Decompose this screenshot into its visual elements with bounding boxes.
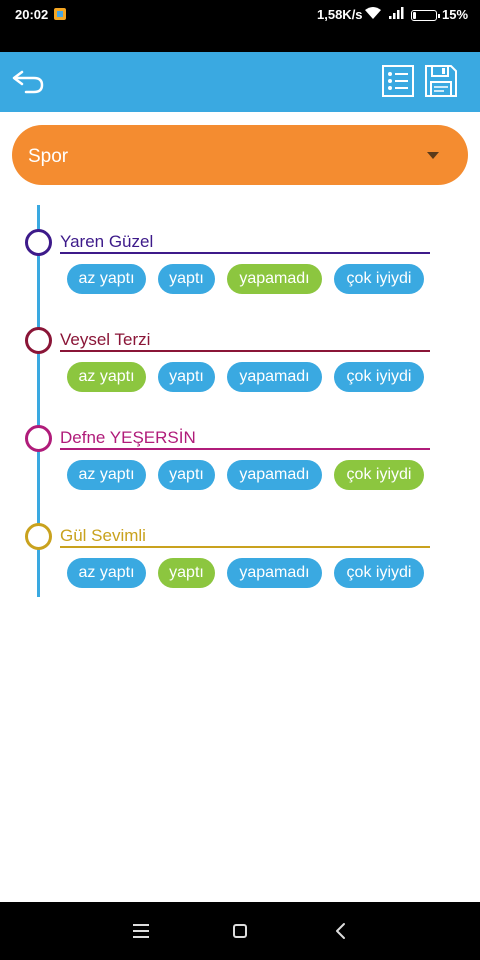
dropdown-caret-icon xyxy=(427,152,439,159)
option-az-yapti[interactable]: az yaptı xyxy=(67,362,146,392)
option-yapti[interactable]: yaptı xyxy=(158,460,215,490)
student-marker-icon xyxy=(25,327,52,354)
system-nav-bar xyxy=(0,902,480,960)
option-yapti[interactable]: yaptı xyxy=(158,558,215,588)
option-cok-iyiydi[interactable]: çok iyiydi xyxy=(334,264,424,294)
student-underline xyxy=(60,546,430,548)
student-marker-icon xyxy=(25,229,52,256)
student-name: Veysel Terzi xyxy=(60,330,151,349)
student-underline xyxy=(60,350,430,352)
student-row: Veysel Terzi az yaptı yaptı yapamadı çok… xyxy=(0,327,480,417)
option-az-yapti[interactable]: az yaptı xyxy=(67,558,146,588)
student-row: Yaren Güzel az yaptı yaptı yapamadı çok … xyxy=(0,229,480,319)
student-name: Yaren Güzel xyxy=(60,232,154,251)
home-button[interactable] xyxy=(233,924,247,938)
student-marker-icon xyxy=(25,425,52,452)
battery-icon xyxy=(411,10,440,21)
network-speed: 1,58K/s xyxy=(317,7,363,22)
back-arrow-icon xyxy=(12,70,44,94)
option-yapamadi[interactable]: yapamadı xyxy=(227,558,322,588)
timeline-line xyxy=(37,205,40,597)
back-button[interactable] xyxy=(10,66,46,96)
category-dropdown[interactable]: Spor xyxy=(12,125,468,185)
student-marker-icon xyxy=(25,523,52,550)
battery-percent: 15% xyxy=(442,7,469,22)
option-yapamadi[interactable]: yapamadı xyxy=(227,362,322,392)
status-time: 20:02 xyxy=(15,7,49,22)
app-notification-icon xyxy=(54,8,66,20)
checklist-icon xyxy=(382,65,414,97)
option-yapamadi[interactable]: yapamadı xyxy=(227,460,322,490)
status-bar: 20:02 1,58K/s 15% xyxy=(0,0,480,30)
option-cok-iyiydi[interactable]: çok iyiydi xyxy=(334,558,424,588)
student-row: Gül Sevimli az yaptı yaptı yapamadı çok … xyxy=(0,523,480,613)
option-yapamadi[interactable]: yapamadı xyxy=(227,264,322,294)
signal-icon xyxy=(389,7,404,19)
student-underline xyxy=(60,252,430,254)
option-yapti[interactable]: yaptı xyxy=(158,362,215,392)
checklist-button[interactable] xyxy=(381,64,415,98)
app-bar xyxy=(0,52,480,112)
student-name: Gül Sevimli xyxy=(60,526,146,545)
category-selected: Spor xyxy=(28,146,69,167)
menu-icon xyxy=(133,924,149,926)
option-cok-iyiydi[interactable]: çok iyiydi xyxy=(334,460,424,490)
menu-icon-line xyxy=(133,936,149,938)
student-name: Defne YEŞERSİN xyxy=(60,428,196,447)
save-button[interactable] xyxy=(424,64,458,98)
option-az-yapti[interactable]: az yaptı xyxy=(67,264,146,294)
status-spacer xyxy=(0,30,480,52)
option-cok-iyiydi[interactable]: çok iyiydi xyxy=(334,362,424,392)
option-yapti[interactable]: yaptı xyxy=(158,264,215,294)
wifi-icon xyxy=(365,7,381,19)
save-icon xyxy=(425,65,457,97)
menu-icon-line xyxy=(133,930,149,932)
recents-button[interactable] xyxy=(133,922,149,940)
student-row: Defne YEŞERSİN az yaptı yaptı yapamadı ç… xyxy=(0,425,480,515)
battery-level xyxy=(413,12,416,19)
chevron-left-icon xyxy=(336,923,345,939)
nav-back-button[interactable] xyxy=(333,922,349,940)
student-underline xyxy=(60,448,430,450)
option-az-yapti[interactable]: az yaptı xyxy=(67,460,146,490)
